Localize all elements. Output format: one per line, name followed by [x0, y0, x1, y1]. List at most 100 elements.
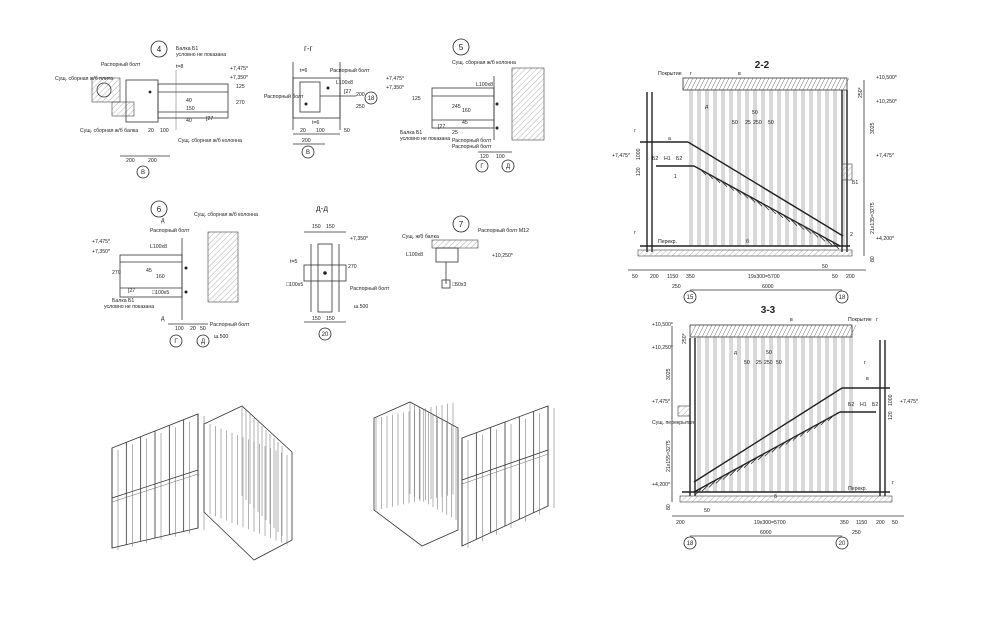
s22-roof-hatch-line	[730, 77, 738, 91]
d4-label-column: Сущ. сборная ж/б колонна	[178, 138, 242, 144]
section-dd: д-д 150 150 +7,350* t=5 270 □100x5 Распо…	[286, 204, 390, 341]
s33-roof-hatch-line	[849, 324, 857, 338]
d6-dim-50: 50	[200, 326, 206, 332]
s22-total: 6000	[762, 284, 774, 290]
s33-vdim-3025: 3025	[666, 368, 672, 380]
dd-dim-150d: 150	[326, 316, 335, 322]
d6-dim-20: 20	[190, 326, 196, 332]
s22-roof-hatch-line	[746, 77, 754, 91]
d4-label-hidden: условно не показана	[176, 52, 226, 58]
s22-vdim-80: 80	[870, 256, 876, 262]
d5-label-bolt-1: Распорный болт	[452, 137, 492, 144]
s33-step	[799, 430, 807, 437]
s22-label-n1: Н1	[664, 156, 671, 162]
s33-step	[806, 426, 814, 433]
d6-channel-mark: [27	[128, 288, 135, 294]
dd-post	[317, 243, 333, 313]
s22-roof-hatch-line	[822, 77, 830, 91]
s22-roof-hatch-line	[782, 77, 790, 91]
d6-level-2: +7,350*	[92, 249, 110, 255]
s33-roof-hatch-line	[753, 324, 761, 338]
d4-level-2: +7,350*	[230, 75, 248, 81]
detail-6-number: 6	[157, 205, 162, 214]
detail-6-marker	[150, 200, 168, 218]
s33-roof-hatch-line	[769, 324, 777, 338]
s22-roof-hatch-line	[698, 77, 706, 91]
s33-roof-hatch-line	[817, 324, 825, 338]
d7-level: +10,250*	[492, 253, 513, 259]
dd-dim-150a: 150	[312, 224, 321, 230]
d5-dim-45: 45	[462, 120, 468, 126]
d6-label-beam: Балка Б1	[112, 298, 134, 304]
s33-roof-hatch-line	[737, 324, 745, 338]
gg-label-bolt-2: Распорный болт	[264, 93, 304, 100]
s22-label-1: 1	[674, 174, 677, 180]
s33-db-4: 1150	[856, 520, 867, 526]
s33-level-7475r: +7,475*	[900, 399, 918, 405]
s33-step	[722, 473, 730, 480]
s22-vdim-21x135: 21x135=3275	[870, 202, 876, 234]
s22-label-b2a: Б2	[652, 156, 658, 162]
s33-vdim-1000: 1000	[888, 394, 894, 406]
s22-step	[797, 223, 805, 230]
iso-left-rail	[111, 469, 199, 499]
isometric-view-left	[111, 405, 293, 561]
d6-axis-d: Д	[201, 339, 205, 345]
d6-dim-45: 45	[146, 268, 152, 274]
s33-step	[820, 418, 828, 426]
gg-dim-250: 250	[356, 104, 365, 110]
s33-roof-hatch-line	[845, 324, 853, 338]
s22-step	[755, 199, 763, 207]
s22-roof-hatch-line	[778, 77, 786, 91]
s22-roof-hatch-line	[726, 77, 734, 91]
s33-roof-hatch-line	[701, 324, 709, 338]
d6-label-column: Сущ. сборная ж/б колонна	[194, 212, 258, 218]
d6-level-1: +7,475*	[92, 239, 110, 245]
s33-roof-hatch-line	[745, 324, 753, 338]
d5-axis-g: Г	[480, 164, 484, 170]
d4-beam-hatch	[111, 101, 135, 117]
dd-dim-150b: 150	[326, 224, 335, 230]
s22-label-b1: Б1	[852, 180, 858, 186]
s22-level-4200: +4,200*	[876, 236, 894, 242]
s22-label-a: а	[668, 136, 671, 142]
s22-label-floor: Перекр.	[658, 239, 677, 245]
s33-small-250: 250	[852, 530, 861, 536]
s22-vdim-3025: 3025	[870, 122, 876, 134]
s33-roof-hatch-line	[813, 324, 821, 338]
s33-label-existing: Сущ. перекрытия	[652, 420, 694, 426]
s22-roof-hatch-line	[810, 77, 818, 91]
s33-roof-hatch-line	[773, 324, 781, 338]
dd-axis-marker	[318, 327, 332, 341]
s33-roof-hatch-line	[833, 324, 841, 338]
d6-angle: L100x8	[150, 244, 167, 250]
s33-axis-18-marker	[683, 536, 697, 550]
s22-roof-hatch-line	[814, 77, 822, 91]
detail-4-marker	[150, 40, 168, 58]
dd-tube: □100x5	[286, 282, 303, 288]
d4-level-1: +7,475*	[230, 66, 248, 72]
s33-label-b2a: Б2	[848, 402, 854, 408]
d4-dim-40a: 40	[186, 98, 192, 104]
d7-label-beam: Сущ. ж/б балка	[402, 234, 439, 240]
s33-roof-hatch	[689, 324, 853, 338]
s33-roof-hatch-line	[825, 324, 833, 338]
section-gg: г-г t=6 Распорный болт Распорный болт t=…	[264, 44, 378, 159]
s33-roof-hatch-line	[761, 324, 769, 338]
s22-roof-hatch-line	[714, 77, 722, 91]
d7-angle-mark: L100x8	[406, 252, 423, 258]
s33-label-d: д	[734, 350, 737, 356]
s22-roof-hatch-line	[738, 77, 746, 91]
d4-plate-t: t=8	[176, 64, 183, 70]
d4-dim-200a: 200	[126, 158, 135, 164]
s33-roof-hatch-line	[797, 324, 805, 338]
s33-step	[708, 481, 716, 488]
s33-slab	[679, 495, 893, 503]
s33-dt-0: 50	[766, 350, 772, 356]
d5-dim-125: 125	[412, 96, 421, 102]
gg-axis-b-marker	[301, 145, 315, 159]
s22-db-3: 350	[686, 274, 695, 280]
s22-step	[811, 231, 819, 238]
gg-dim-20: 20	[300, 128, 306, 134]
d5-channel-mark: [27	[438, 124, 445, 130]
